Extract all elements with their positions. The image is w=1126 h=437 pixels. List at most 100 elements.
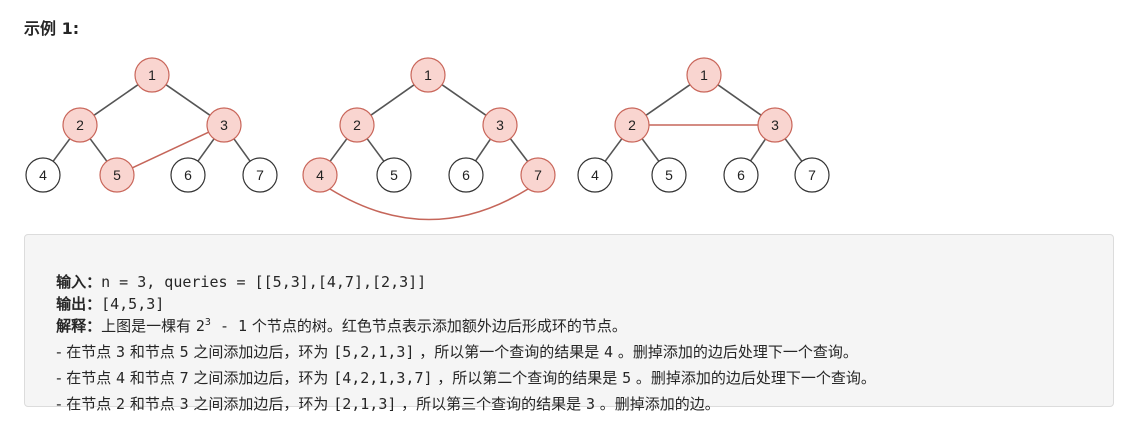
tree-node: 2 [62,107,98,143]
tree-node: 5 [651,157,687,193]
node-label: 1 [424,67,432,83]
tree-edge [52,138,71,162]
item-node: 2 [116,395,126,413]
node-circle [339,107,375,143]
tree-1: 1 2 3 4 5 6 7 [25,57,278,193]
item-cycle: [4,2,1,3,7] [333,369,433,387]
tree-node: 6 [170,157,206,193]
item-cycle: [2,1,3] [333,395,397,413]
item-text: 之间添加边后，环为 [188,369,334,387]
node-circle [62,107,98,143]
added-edge [329,188,529,221]
input-line: 输入：n = 3, queries = [[5,3],[4,7],[2,3]] [37,249,426,315]
tree-node: 2 [339,107,375,143]
item-text: ，所以第一个查询的结果是 [414,343,605,361]
input-value: n = 3, queries = [[5,3],[4,7],[2,3]] [101,273,427,291]
explain-mid: - 1 [210,317,248,335]
node-circle [134,57,170,93]
node-label: 4 [591,167,599,183]
tree-edge [366,138,385,162]
node-circle [577,157,613,193]
node-circle [376,157,412,193]
node-label: 4 [316,167,324,183]
tree-node: 7 [242,157,278,193]
node-label: 3 [771,117,779,133]
tree-edge [197,138,215,162]
tree-node: 4 [25,157,61,193]
tree-node: 3 [206,107,242,143]
node-circle [410,57,446,93]
item-text: ，所以第二个查询的结果是 [432,369,623,387]
tree-edge [370,84,415,116]
node-circle [614,107,650,143]
item-text: - 在节点 [56,369,117,387]
tree-node: 5 [376,157,412,193]
output-value: [4,5,3] [101,295,165,313]
item-answer: 3 [585,395,595,413]
node-label: 1 [148,67,156,83]
explanation-item: - 在节点 2 和节点 3 之间添加边后，环为 [2,1,3] ，所以第三个查询… [37,371,720,437]
tree-edge [749,138,767,162]
node-circle [25,157,61,193]
item-text: 。删掉添加的边。 [594,395,720,413]
tree-node: 7 [794,157,830,193]
tree-edge [165,84,211,116]
item-text: 和节点 [125,343,180,361]
tree-node: 7 [520,157,556,193]
node-circle [242,157,278,193]
tree-2: 1 2 3 4 5 6 7 [302,57,556,221]
tree-edge [441,84,487,116]
tree-edge [645,84,691,116]
explanation-item: - 在节点 3 和节点 5 之间添加边后，环为 [5,2,1,3] ，所以第一个… [37,319,858,385]
output-label: 输出： [56,295,102,313]
item-text: - 在节点 [56,343,117,361]
item-text: 。删掉添加的边后处理下一个查询。 [613,343,858,361]
node-circle [99,157,135,193]
node-label: 6 [184,167,192,183]
node-circle [723,157,759,193]
node-circle [206,107,242,143]
node-label: 7 [534,167,542,183]
item-node: 4 [116,369,126,387]
node-label: 4 [39,167,47,183]
item-text: 之间添加边后，环为 [188,395,334,413]
tree-edge [717,84,762,116]
tree-node: 6 [723,157,759,193]
node-circle [302,157,338,193]
explain-exponent: 3 [204,317,211,328]
tree-edge [604,138,623,162]
explanation-line: 解释：上图是一棵有 23 - 1 个节点的树。红色节点表示添加额外边后形成环的节… [37,293,627,359]
item-node: 3 [116,343,126,361]
tree-node: 1 [410,57,446,93]
item-text: 和节点 [125,369,180,387]
tree-edge [329,138,348,162]
item-node: 7 [179,369,189,387]
item-text: 之间添加边后，环为 [188,343,334,361]
node-label: 2 [353,117,361,133]
added-edge [132,131,209,169]
explain-label: 解释： [56,317,102,335]
item-answer: 4 [604,343,614,361]
node-label: 3 [496,117,504,133]
node-circle [170,157,206,193]
node-label: 3 [220,117,228,133]
tree-edge [93,84,139,116]
explain-pre: 上图是一棵有 [101,317,196,335]
tree-edge [474,138,492,162]
tree-edge [784,138,803,162]
node-circle [686,57,722,93]
tree-edge [233,138,251,162]
node-label: 2 [628,117,636,133]
node-circle [520,157,556,193]
node-circle [757,107,793,143]
tree-edge [509,138,529,162]
node-label: 6 [462,167,470,183]
explanation-item: - 在节点 4 和节点 7 之间添加边后，环为 [4,2,1,3,7] ，所以第… [37,345,876,411]
tree-node: 2 [614,107,650,143]
tree-node: 1 [686,57,722,93]
item-answer: 5 [622,369,632,387]
tree-node: 5 [99,157,135,193]
explain-base: 2 [195,317,205,335]
tree-node: 3 [482,107,518,143]
